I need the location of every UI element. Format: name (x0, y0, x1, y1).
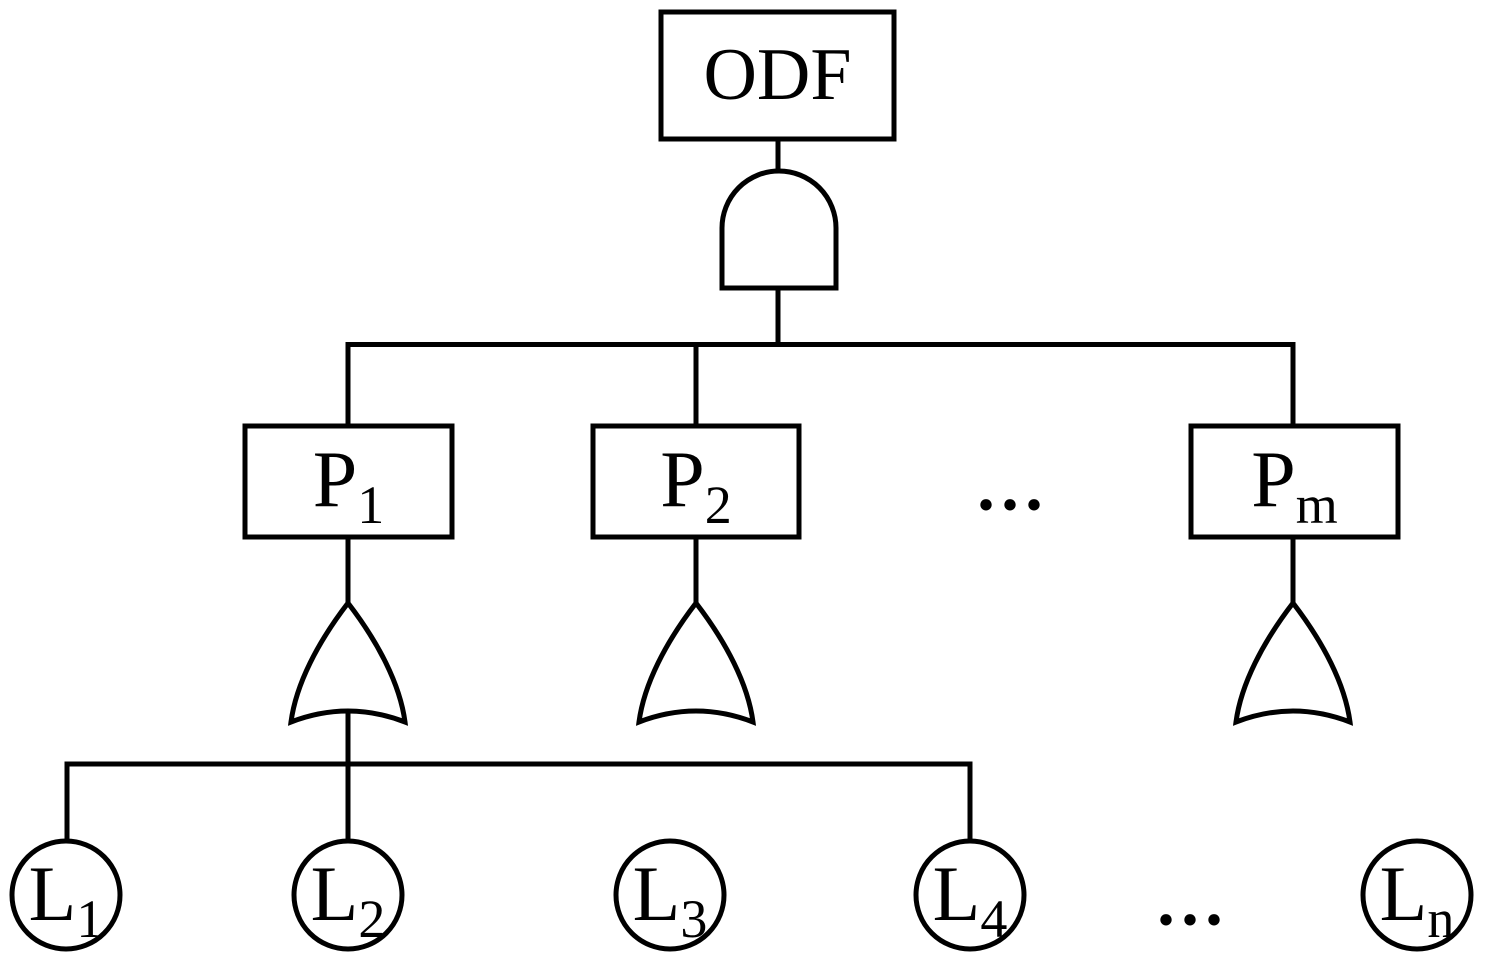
or-gate-icon-pm (1232, 598, 1354, 726)
node-p1-box (242, 423, 455, 540)
and-gate-icon (719, 168, 839, 291)
node-pm-label-base: P (1251, 436, 1296, 524)
node-ln-label-base: L (1380, 850, 1428, 937)
node-l2-label: L2 (311, 850, 386, 949)
node-p1-label-base: P (313, 436, 358, 524)
node-l2-label-base: L (311, 850, 359, 937)
node-l3-label: L3 (633, 850, 708, 949)
l-row-ellipsis: ... (1154, 838, 1226, 945)
node-odf-label: ODF (703, 34, 851, 116)
node-l3-circle (613, 838, 727, 952)
node-p2-box (590, 423, 802, 540)
node-l4-circle (913, 838, 1027, 952)
node-l1-label-base: L (29, 850, 77, 937)
node-p1-label: P1 (313, 436, 385, 535)
node-ln-circle (1360, 838, 1474, 952)
node-l3-label-sub: 3 (680, 889, 707, 949)
node-ln-label-sub: n (1427, 889, 1454, 949)
node-l1-label-sub: 1 (76, 889, 103, 949)
node-l3-label-base: L (633, 850, 681, 937)
node-l2-circle (291, 838, 405, 952)
node-l4-label: L4 (933, 850, 1008, 949)
node-l2-label-sub: 2 (358, 889, 385, 949)
node-l4-label-sub: 4 (980, 889, 1007, 949)
node-ln-label: Ln (1380, 850, 1455, 949)
node-l1-label: L1 (29, 850, 104, 949)
node-pm-box (1188, 423, 1401, 540)
node-p2-label-base: P (660, 436, 705, 524)
node-pm-label-sub: m (1296, 475, 1338, 535)
node-p2-label: P2 (660, 436, 732, 535)
node-l4-label-base: L (933, 850, 981, 937)
node-p1-label-sub: 1 (357, 475, 384, 535)
or-gate-icon-p1 (287, 598, 409, 726)
node-p2-label-sub: 2 (705, 475, 732, 535)
node-pm-label: Pm (1251, 436, 1338, 535)
node-l1-circle (9, 838, 123, 952)
node-odf-box (658, 9, 897, 142)
p-row-ellipsis: ... (974, 423, 1046, 530)
or-gate-icon-p2 (635, 598, 757, 726)
